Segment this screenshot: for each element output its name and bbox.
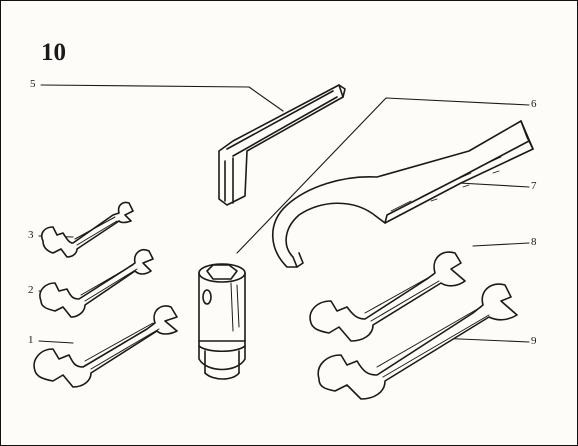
callout-9: 9 <box>531 335 537 347</box>
open-end-spanner-large <box>33 305 178 388</box>
open-end-spanner-small <box>40 201 134 258</box>
open-end-spanner-lower-right <box>317 283 518 400</box>
callout-5: 5 <box>30 78 36 90</box>
callout-1: 1 <box>28 334 34 346</box>
hex-key-tool <box>218 84 346 206</box>
leader-line-6 <box>236 97 530 254</box>
callout-2: 2 <box>28 284 34 296</box>
callout-6: 6 <box>531 98 537 110</box>
callout-8: 8 <box>531 236 537 248</box>
open-end-spanner-medium <box>39 248 154 318</box>
figure-number: 10 <box>41 39 66 66</box>
leader-line-5 <box>40 84 284 112</box>
leader-line-7 <box>458 182 530 188</box>
callout-7: 7 <box>531 180 537 192</box>
open-end-spanner-upper-right <box>309 251 466 342</box>
leader-line-8 <box>472 242 530 247</box>
leader-line-1 <box>38 340 74 344</box>
box-spanner-tool <box>198 263 246 380</box>
callout-3: 3 <box>28 229 34 241</box>
hook-spanner-tool <box>272 120 534 268</box>
